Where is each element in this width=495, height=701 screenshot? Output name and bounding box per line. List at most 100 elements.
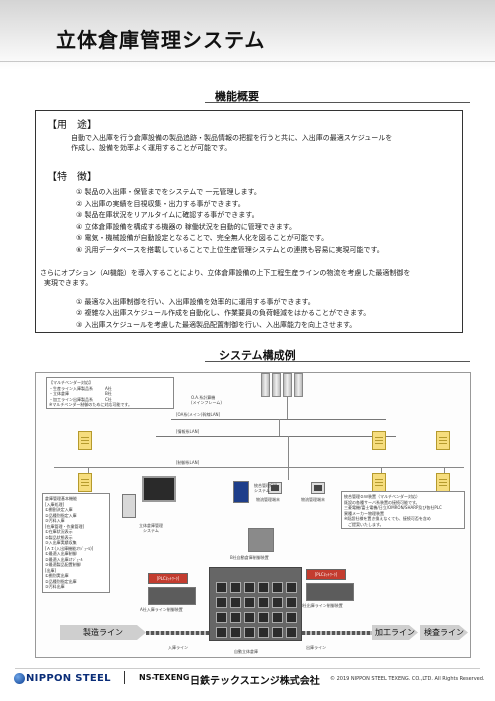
procon-icon [372,431,386,450]
system-diagram: 【マルチベンダー対応】 ・生産ライン入庫製品系 A社 ・立体倉庫 B社 ・加工ラ… [35,372,471,658]
company-name: 日鉄テックスエンジ株式会社 [190,676,320,687]
warehouse-sys-label: 立体倉庫管理 システム [139,523,163,533]
rack-cell [244,627,255,638]
rack-cell [272,627,283,638]
usage-heading: 【用 途】 [47,120,97,131]
lan-control-label: [制御系LAN] [176,460,200,465]
terminal-icon [311,482,325,494]
gw-note: 統合管理ＧＷ装置（マルチベンダー対応） 既設の各種サーバ系装置の接続可能です。 … [341,491,465,529]
option-line-1: さらにオプション（AI機能）を導入することにより、立体倉庫設備の上下工程生産ライ… [40,269,411,277]
procon-icon [436,431,450,450]
rack-cell [230,597,241,608]
rack-cell [286,612,297,623]
rack-cell [244,582,255,593]
rack-cell [272,612,283,623]
rack-cell [230,582,241,593]
out-conveyor [302,631,372,635]
gw-label: 統合管理GW システム [254,483,278,493]
overview-rule [205,102,470,103]
a-in-ctrl-icon [148,587,196,605]
auto-warehouse-label: 自動立体倉庫 [234,649,258,654]
gw-device-icon [233,481,249,503]
title-band [0,0,495,70]
server-icon [283,373,292,397]
option-item: ① 最適な入出庫制御を行い、入出庫設備を効率的に運用する事ができます。 [76,298,315,306]
monitor-icon [142,476,176,502]
rack-cell [258,627,269,638]
feature-item: ⑥ 汎用データベースを搭載していることで上位生産管理システムとの連携も容易に実現… [76,246,384,254]
lan-oa-label: [OA系(メイン)幹線LAN] [176,412,221,417]
b-out-ctrl-icon [306,583,354,601]
rack-cell [286,627,297,638]
proc-line-arrow: 加工ライン [372,625,418,640]
page-title: 立体倉庫管理システム [56,28,266,52]
server-icon [261,373,270,397]
connector [381,467,382,473]
rack-cell [258,597,269,608]
feature-item: ③ 製品在庫状況をリアルタイムに確認する事ができます。 [76,211,259,219]
rack-cell [286,597,297,608]
ns-texeng-logo: NS-TEXENG [139,673,190,682]
connector [288,436,289,480]
b-control-icon [248,528,274,552]
server-icon [294,373,303,397]
b-out-ctrl-label: B社出庫ライン制御装置 [300,603,343,608]
rack-cell [258,582,269,593]
procon-icon [78,473,92,492]
in-conveyor [146,631,209,635]
connector [444,467,445,473]
rack-cell [230,627,241,638]
overview-heading: 機能概要 [215,90,259,103]
rack-cell [244,612,255,623]
lan-info-label: [情報系LAN] [176,429,200,434]
a-in-ctrl-label: A社入庫ライン制御装置 [140,607,183,612]
option-item: ② 複雑な入出庫スケジュール作成を自動化し、作業要員の負荷軽減をはかることができ… [76,309,371,317]
procon-icon [436,473,450,492]
rack-cell [272,582,283,593]
connector [279,419,280,436]
rack-cell [258,612,269,623]
footer-rule [15,668,480,669]
lan-info-line [156,436,396,437]
usage-line-1: 自動で入出庫を行う倉庫設備の製品追跡・製品情報の把握を行うと共に、入出庫の最適ス… [71,134,393,142]
system-heading: システム構成例 [219,349,296,362]
system-rule [205,361,470,362]
plc-a: [PLCﾈｯﾄﾜｰｸ] [148,573,188,584]
terminal-label-1: 物流管理端末 [256,497,280,502]
plc-c: [PLCﾈｯﾄﾜｰｸ] [306,569,346,580]
rack-cell [244,597,255,608]
feature-item: ② 入出庫の実績を目視収集・出力する事ができます。 [76,200,245,208]
usage-line-2: 作成し、設備を効率よく運用することが可能です。 [71,144,232,152]
connector [88,467,89,473]
procon-icon [372,473,386,492]
feature-item: ⑤ 電気・機械設備が自動設定となることで、完全無人化を図ることが可能です。 [76,234,329,242]
function-list: 倉庫管理基本機能 [入庫処理] ①棚割決定入庫 ②品種別指定入庫 ③汚料入庫 [… [42,493,110,593]
connector [287,397,288,419]
rack-cell [272,597,283,608]
feature-item: ① 製品の入出庫・保管までをシステムで 一元管理します。 [76,188,261,196]
rack-cell [216,612,227,623]
option-item: ③ 入出庫スケジュールを考慮した最適製品配置制御を行い、入出庫能力を向上させます… [76,321,357,329]
rack-cell [216,597,227,608]
features-heading: 【特 徴】 [47,172,97,183]
procon-icon [78,431,92,450]
rack-cell [230,612,241,623]
terminal-label-2: 物流管理端末 [301,497,325,502]
multivendor-note: 【マルチベンダー対応】 ・生産ライン入庫製品系 A社 ・立体倉庫 B社 ・加工ラ… [46,377,174,409]
features-box: 【用 途】 自動で入出庫を行う倉庫設備の製品追跡・製品情報の把握を行うと共に、入… [35,110,463,333]
terminal-icon [268,482,282,494]
oa-label: O.A.系計算機 (メインフレーム) [191,395,222,405]
server-icon [272,373,281,397]
nippon-steel-logo-icon [14,673,25,684]
rack-cell [216,582,227,593]
rack-cell [286,582,297,593]
auto-warehouse-rack [209,567,302,641]
b-control-label: B社自動倉庫制御装置 [230,555,269,560]
pc-tower-icon [122,494,136,518]
option-line-2: 実現できます。 [44,279,93,287]
feature-item: ④ 立体倉庫設備を構成する機器の 稼働状況を自動的に管理できます。 [76,223,297,231]
out-line-label: 出庫ライン [306,645,326,650]
logo-separator [124,671,125,684]
in-line-label: 入庫ライン [168,645,188,650]
copyright: © 2019 NIPPON STEEL TEXENG. CO.,LTD. All… [330,676,485,682]
